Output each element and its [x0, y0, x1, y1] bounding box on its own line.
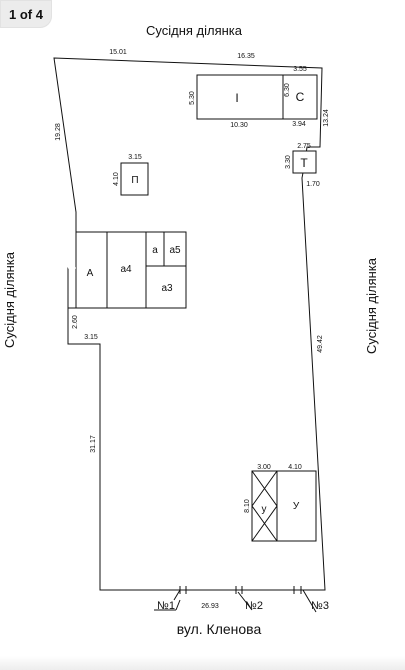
building-a4-label: а4	[120, 264, 132, 275]
dim-left-notch: 2.60	[72, 315, 79, 329]
dim-left-long: 31.17	[90, 435, 97, 453]
building-u-big-label: У	[293, 501, 300, 512]
dim-bottom: 26.93	[201, 603, 219, 610]
p-top-dim: 3.15	[128, 154, 142, 161]
building-p-label: П	[131, 175, 138, 186]
p-side-dim: 4.10	[113, 172, 120, 186]
building-a3-label: а3	[161, 283, 173, 294]
building-c	[282, 74, 318, 120]
building-a-extension	[67, 267, 77, 309]
u-small-top-dim: 3.00	[257, 464, 271, 471]
building-house	[196, 74, 284, 120]
lot-number-3: №3	[311, 600, 329, 612]
c-bottom-dim: 3.94	[292, 121, 306, 128]
u-small-side-dim: 8.10	[244, 499, 251, 513]
building-p	[120, 162, 149, 196]
building-c-label: С	[296, 90, 305, 104]
dim-top-right: 16.35	[237, 53, 255, 60]
building-a5-label: а5	[169, 245, 181, 256]
building-house-label: І	[235, 91, 238, 105]
building-t	[292, 150, 317, 174]
street-name: вул. Кленова	[177, 621, 262, 637]
dim-top-left: 15.01	[109, 49, 127, 56]
dim-right-long: 49.42	[317, 335, 324, 353]
t-top-dim: 2.75	[297, 143, 311, 150]
dim-left-upper: 19.28	[55, 123, 62, 141]
dim-right-step: 1.70	[306, 181, 320, 188]
c-side-dim: 6.30	[284, 83, 291, 97]
building-u-small-label: у	[262, 504, 267, 515]
neighbor-left-label: Сусідня ділянка	[2, 251, 17, 348]
building-a	[75, 231, 108, 309]
building-a3	[145, 265, 187, 309]
house-width-dim: 10.30	[230, 122, 248, 129]
lot-markers	[154, 586, 317, 613]
house-height-dim: 5.30	[189, 91, 196, 105]
dim-right-upper: 13.24	[323, 109, 330, 127]
lot-number-1: №1	[157, 600, 175, 612]
building-t-label: Т	[300, 156, 308, 170]
building-u-small	[251, 470, 278, 542]
t-side-dim: 3.30	[285, 155, 292, 169]
building-a-label: А	[87, 268, 94, 279]
u-big-top-dim: 4.10	[288, 464, 302, 471]
dim-left-step: 3.15	[84, 334, 98, 341]
neighbor-right-label: Сусідня ділянка	[364, 257, 379, 354]
lot-number-2: №2	[245, 600, 263, 612]
building-a-small-label: а	[152, 245, 158, 256]
building-u-big	[276, 470, 317, 542]
neighbor-top-label: Сусідня ділянка	[146, 23, 243, 38]
c-top-dim: 3.55	[293, 66, 307, 73]
bottom-edge-shadow	[0, 656, 405, 670]
page-indicator: 1 of 4	[0, 0, 52, 28]
